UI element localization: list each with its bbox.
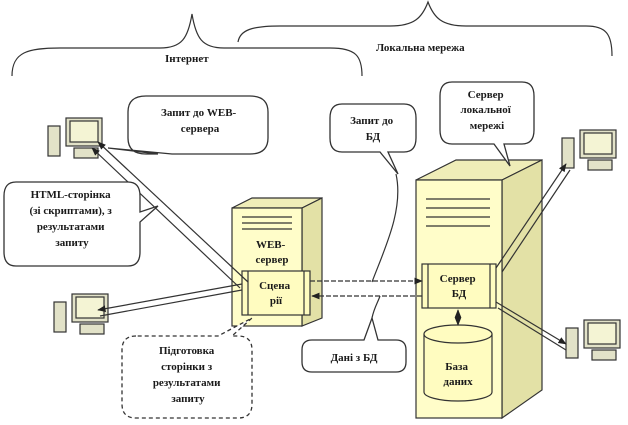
lan-computer-bottom xyxy=(565,319,621,361)
callout-request-web: Запит до WEB- сервера xyxy=(107,95,269,155)
web-server-label-line1: WEB- xyxy=(256,239,286,251)
lan-server-line1: Сервер xyxy=(468,89,504,101)
lan-server-side xyxy=(501,159,543,420)
arrow-db-to-lan-bottom xyxy=(495,301,567,345)
page-prep-line4: запиту xyxy=(171,393,205,405)
html-page-line1: HTML-сторінка xyxy=(31,189,112,201)
arrow-db-to-lan-top xyxy=(495,163,567,269)
lan-computer-top xyxy=(561,129,617,171)
arrow-html-to-client xyxy=(91,147,241,289)
keyboard xyxy=(587,159,613,171)
line-db-to-lan-top xyxy=(501,169,571,273)
page-prep-line2: сторінки з xyxy=(161,361,213,373)
local-network-brace xyxy=(237,0,613,57)
computer-body xyxy=(561,137,575,169)
db-server-label-line2: БД xyxy=(452,288,467,300)
db-request-line2: БД xyxy=(366,131,381,143)
callout-html-page: HTML-сторінка (зі скриптами), з результа… xyxy=(3,181,159,267)
html-page-line4: запиту xyxy=(55,237,89,249)
db-request-line1: Запит до xyxy=(350,115,394,127)
database-label: База даних xyxy=(443,361,473,388)
monitor-screen xyxy=(69,120,99,143)
internet-label: Інтернет xyxy=(165,53,209,65)
lan-server-tower: Сервер БД База даних xyxy=(415,159,543,420)
html-page-line2: (зі скриптами), з xyxy=(29,205,112,217)
db-data-text: Дані з БД xyxy=(331,352,378,364)
computer-body xyxy=(565,327,579,359)
db-data-pointer xyxy=(371,295,381,319)
arrow-bottom-client-web xyxy=(97,283,243,312)
internet-brace xyxy=(11,13,363,77)
web-server-tower: WEB- сервер Сцена рії xyxy=(231,197,323,327)
monitor-screen xyxy=(583,132,613,155)
db-cylinder-body xyxy=(423,334,493,402)
db-server-box xyxy=(421,263,497,309)
database-label-line2: даних xyxy=(443,376,473,388)
lan-server-text: Сервер локальної мережі xyxy=(460,89,513,132)
line-bottom-client-web xyxy=(99,289,243,317)
database-label-line1: База xyxy=(445,361,468,373)
page-prep-text: Підготовка сторінки з результатами запит… xyxy=(153,345,223,405)
web-server-label: WEB- сервер xyxy=(256,239,289,266)
db-server-label: Сервер БД xyxy=(440,273,479,300)
scenarios-box xyxy=(241,270,311,316)
line-db-to-lan-bottom xyxy=(497,307,567,351)
callout-page-prep: Підготовка сторінки з результатами запит… xyxy=(121,317,253,419)
request-web-text: Запит до WEB- сервера xyxy=(161,107,239,135)
database-cylinder xyxy=(423,324,493,402)
monitor-screen xyxy=(75,296,105,319)
html-page-line3: результатами xyxy=(37,221,105,233)
db-request-pointer xyxy=(371,173,399,283)
request-web-line1: Запит до WEB- xyxy=(161,107,236,119)
computer-body xyxy=(47,125,61,157)
keyboard xyxy=(591,349,617,361)
keyboard xyxy=(79,323,105,335)
monitor-screen xyxy=(587,322,617,345)
lan-server-line2: локальної xyxy=(460,104,511,116)
client-computer-top xyxy=(47,117,103,159)
callout-db-request: Запит до БД xyxy=(329,103,417,175)
client-computer-bottom xyxy=(53,293,109,335)
db-cylinder-top xyxy=(423,324,493,344)
db-server-label-line1: Сервер xyxy=(440,273,476,285)
page-prep-line1: Підготовка xyxy=(159,345,215,357)
scenarios-label-line2: рії xyxy=(270,295,283,307)
scenarios-label: Сцена рії xyxy=(259,280,293,307)
html-page-text: HTML-сторінка (зі скриптами), з результа… xyxy=(29,189,114,249)
computer-body xyxy=(53,301,67,333)
lan-server-line3: мережі xyxy=(470,120,504,132)
local-network-label: Локальна мережа xyxy=(376,42,465,54)
scenarios-label-line1: Сцена xyxy=(259,280,291,292)
web-server-label-line2: сервер xyxy=(256,254,289,266)
page-prep-line3: результатами xyxy=(153,377,221,389)
request-web-line2: сервера xyxy=(181,123,220,135)
arrow-request-to-web xyxy=(97,141,249,283)
db-request-text: Запит до БД xyxy=(350,115,396,143)
callout-db-data: Дані з БД xyxy=(301,315,407,373)
callout-lan-server: Сервер локальної мережі xyxy=(439,81,535,167)
